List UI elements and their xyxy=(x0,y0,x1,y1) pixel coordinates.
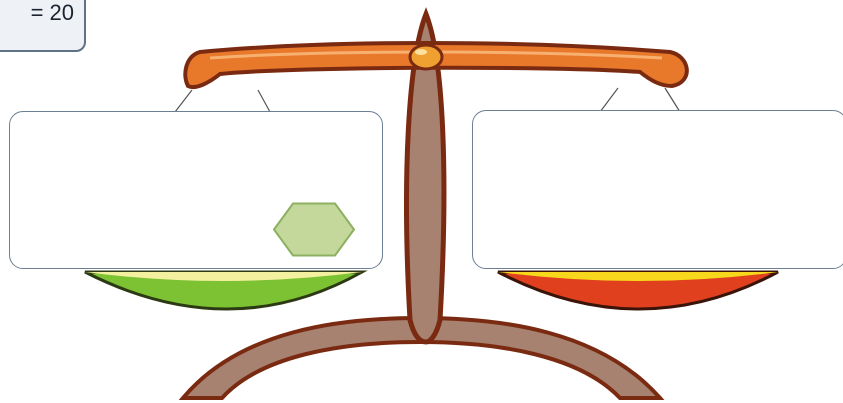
left-pan xyxy=(85,272,362,309)
hexagon-shape xyxy=(274,204,354,256)
hexagon-block[interactable] xyxy=(272,202,356,257)
right-pan-drop-zone[interactable] xyxy=(472,110,843,269)
right-pan xyxy=(498,272,778,309)
equation-text: = 20 xyxy=(31,0,74,26)
beam-knob xyxy=(410,45,442,69)
equation-card: = 20 xyxy=(0,0,86,52)
